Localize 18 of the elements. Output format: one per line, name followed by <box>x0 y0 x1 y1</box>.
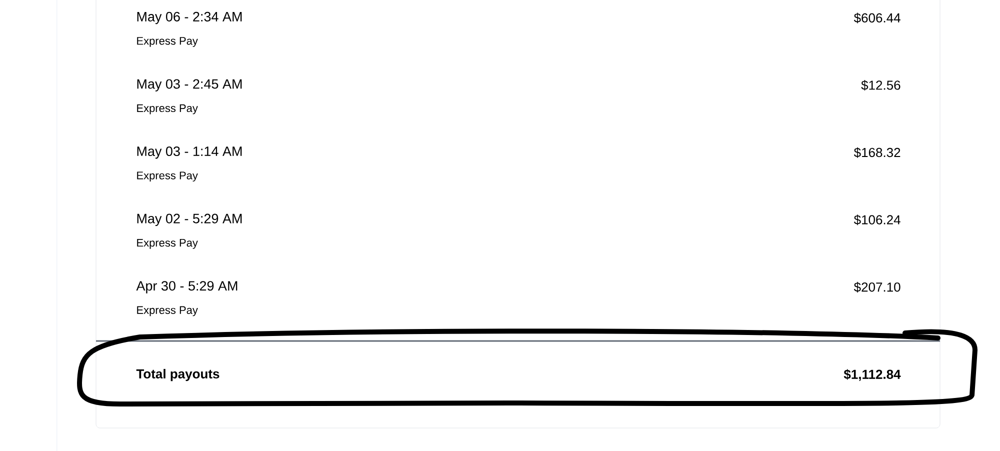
date-time: May 03 - 2:45 AM <box>137 79 242 92</box>
date-time: May 03 - 1:14 AM <box>137 146 242 159</box>
hand-drawn-loop <box>77 328 978 406</box>
payout-type: Express Pay <box>137 239 198 249</box>
total-amount: $1,112.84 <box>844 369 901 381</box>
amount: $207.10 <box>854 282 900 292</box>
amount: $606.44 <box>854 12 900 24</box>
payout-type: Express Pay <box>137 172 198 182</box>
payout-type: Express Pay <box>137 104 198 114</box>
date-time: Apr 30 - 5:29 AM <box>136 281 238 294</box>
amount: $168.32 <box>854 147 900 158</box>
date-time: May 06 - 2:34 AM <box>137 12 242 24</box>
payout-type: Express Pay <box>137 37 198 47</box>
date-time: May 02 - 5:29 AM <box>137 214 242 226</box>
amount: $106.24 <box>854 214 900 226</box>
payout-type: Express Pay <box>137 306 198 316</box>
amount: $12.56 <box>861 80 900 91</box>
total-label: Total payouts <box>136 368 220 382</box>
